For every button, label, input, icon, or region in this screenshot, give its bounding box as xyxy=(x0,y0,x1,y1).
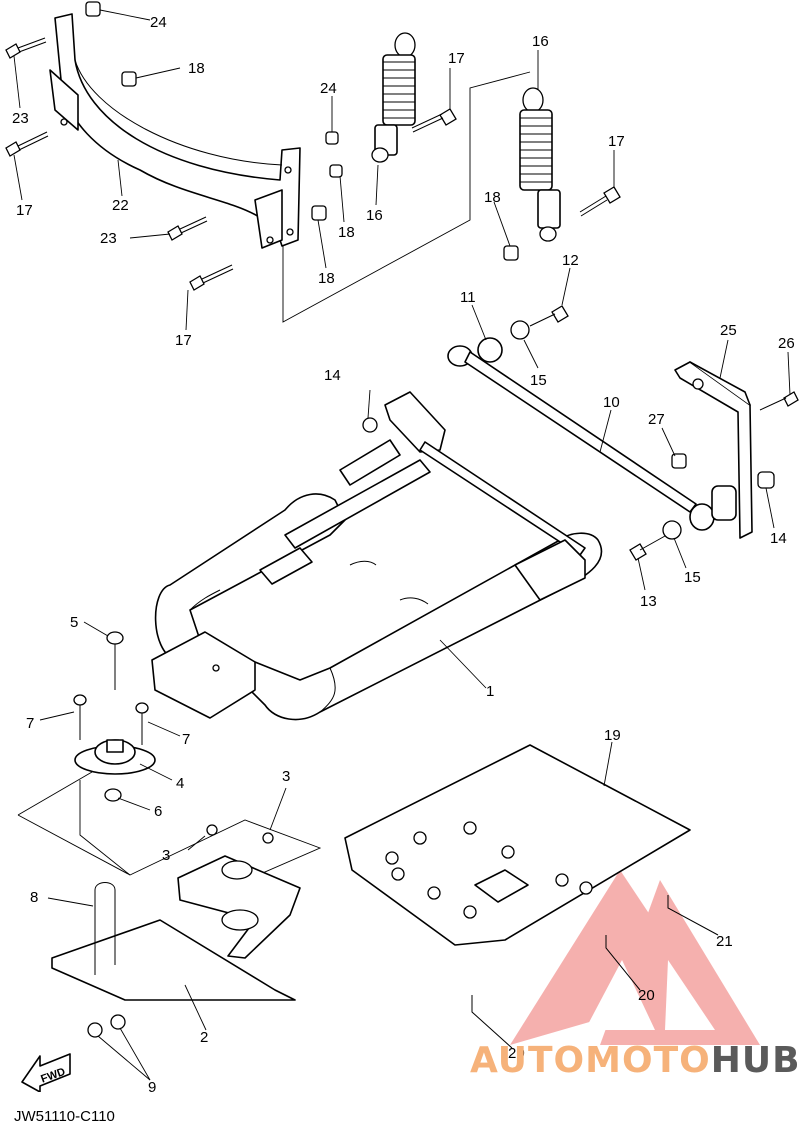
callout-24b: 24 xyxy=(320,80,337,97)
watermark-logo xyxy=(510,870,760,1045)
callout-12: 12 xyxy=(562,252,579,269)
upper-bracket xyxy=(49,13,301,249)
callout-22: 22 xyxy=(112,197,129,214)
callout-13: 13 xyxy=(640,593,657,610)
callout-11: 11 xyxy=(460,289,476,306)
shock-absorber-left xyxy=(371,32,416,163)
callout-25: 25 xyxy=(720,322,737,339)
callout-14b: 14 xyxy=(324,367,341,384)
callout-16b: 16 xyxy=(532,33,549,50)
clip-pin-20b xyxy=(471,995,513,1049)
callout-26: 26 xyxy=(778,335,795,352)
callout-21: 21 xyxy=(716,933,733,950)
callout-19: 19 xyxy=(604,727,621,744)
callout-2: 2 xyxy=(200,1029,208,1046)
clip-pin-21 xyxy=(667,895,719,936)
leader-lines xyxy=(13,9,791,1081)
callout-18a: 18 xyxy=(188,60,205,77)
watermark-part-b: HUB xyxy=(710,1040,800,1081)
watermark-part-a: AUTOMOTO xyxy=(470,1040,711,1081)
upper-hardware xyxy=(5,1,621,291)
callout-17a: 17 xyxy=(16,202,33,219)
callout-14a: 14 xyxy=(770,530,787,547)
callout-1: 1 xyxy=(486,683,494,700)
callout-15a: 15 xyxy=(530,372,547,389)
callout-20a: 20 xyxy=(638,987,655,1004)
callout-3a: 3 xyxy=(282,768,290,785)
callout-3b: 3 xyxy=(162,847,170,864)
callout-20b: 20 xyxy=(508,1045,525,1062)
floor-plate xyxy=(344,744,691,946)
callout-labels: 24 18 23 17 22 24 17 16 16 17 18 23 18 1… xyxy=(12,14,795,1096)
callout-17c: 17 xyxy=(608,133,625,150)
callout-18c: 18 xyxy=(318,270,335,287)
callout-17d: 17 xyxy=(175,332,192,349)
callout-4: 4 xyxy=(176,775,184,792)
callout-15b: 15 xyxy=(684,569,701,586)
callout-23a: 23 xyxy=(12,110,29,127)
main-frame xyxy=(151,391,603,721)
callout-18b: 18 xyxy=(338,224,355,241)
callout-9: 9 xyxy=(148,1079,156,1096)
drawing-code: JW51110-C110 xyxy=(14,1108,115,1125)
watermark-text: AUTOMOTOHUB xyxy=(470,1040,800,1081)
tension-rod xyxy=(447,305,715,561)
callout-7a: 7 xyxy=(26,715,34,732)
callout-18d: 18 xyxy=(484,189,501,206)
engine-mount xyxy=(73,631,156,802)
callout-16a: 16 xyxy=(366,207,383,224)
callout-10: 10 xyxy=(603,394,620,411)
callout-23b: 23 xyxy=(100,230,117,247)
side-bracket xyxy=(671,361,799,539)
shock-absorber-right xyxy=(519,87,561,242)
callout-17b: 17 xyxy=(448,50,465,67)
callout-24a: 24 xyxy=(150,14,167,31)
callout-27: 27 xyxy=(648,411,665,428)
callout-6: 6 xyxy=(154,803,162,820)
fwd-arrow-icon: FWD xyxy=(21,1053,71,1092)
skid-plate xyxy=(51,824,301,1038)
callout-5: 5 xyxy=(70,614,78,631)
callout-7b: 7 xyxy=(182,731,190,748)
callout-8: 8 xyxy=(30,889,38,906)
clip-pin-20a xyxy=(605,935,641,991)
